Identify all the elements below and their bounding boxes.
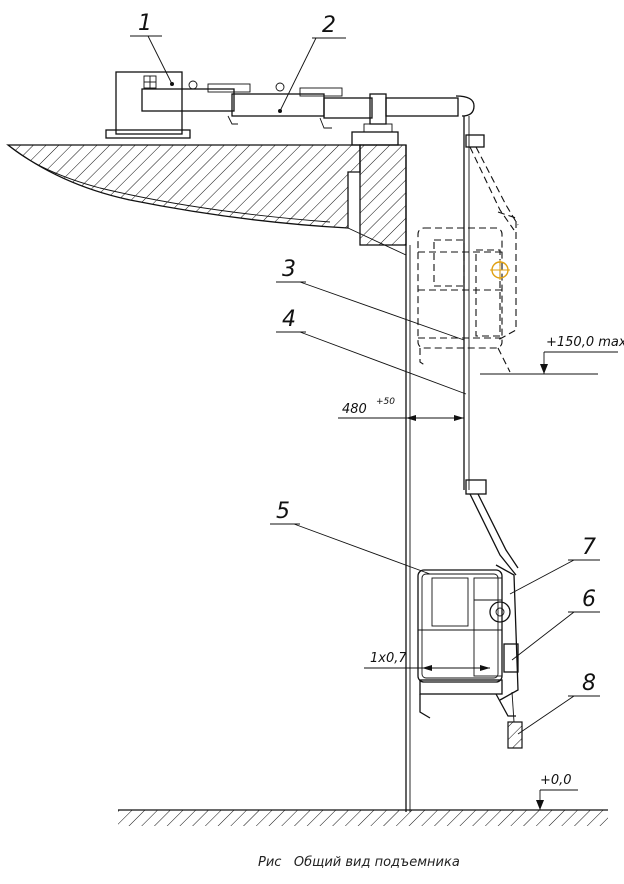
console-beam: [207, 82, 475, 146]
label-5: 5: [276, 499, 290, 524]
leader-7: 7: [509, 535, 600, 595]
leader-2: 2: [279, 13, 346, 112]
label-6: 6: [582, 587, 596, 612]
figure-caption: Рис Общий вид подъемника: [258, 855, 460, 870]
dimension-ground-level: +0,0: [536, 773, 578, 810]
label-7: 7: [582, 535, 596, 560]
dim-ground-text: +0,0: [540, 773, 572, 788]
dimension-offset: 480 +50: [338, 397, 464, 421]
label-3: 3: [282, 257, 296, 282]
cradle-lower-position: [417, 479, 523, 749]
dim-offset-tol: +50: [376, 397, 395, 407]
leader-4: 4: [276, 307, 467, 395]
label-1: 1: [138, 11, 152, 36]
label-4: 4: [282, 307, 296, 332]
label-8: 8: [582, 671, 596, 696]
leader-8: 8: [517, 671, 600, 735]
dim-top-text: +150,0 max: [546, 335, 624, 350]
leader-6: 6: [511, 587, 600, 661]
roof-slab: [6, 144, 407, 256]
building-wall: [405, 145, 411, 812]
hoist-rope: [463, 116, 470, 490]
dimension-top-level: +150,0 max: [480, 335, 624, 375]
dim-offset-text: 480: [342, 402, 367, 417]
label-2: 2: [322, 13, 336, 38]
dim-cradle-text: 1x0,7: [370, 651, 407, 666]
cradle-upper-position: [417, 134, 519, 373]
ground-line: [118, 809, 608, 826]
drive-unit: [105, 71, 235, 139]
dimension-cradle: 1x0,7: [364, 651, 490, 671]
leader-5: 5: [270, 499, 431, 575]
leader-1: 1: [130, 11, 173, 85]
leader-3: 3: [276, 257, 465, 341]
